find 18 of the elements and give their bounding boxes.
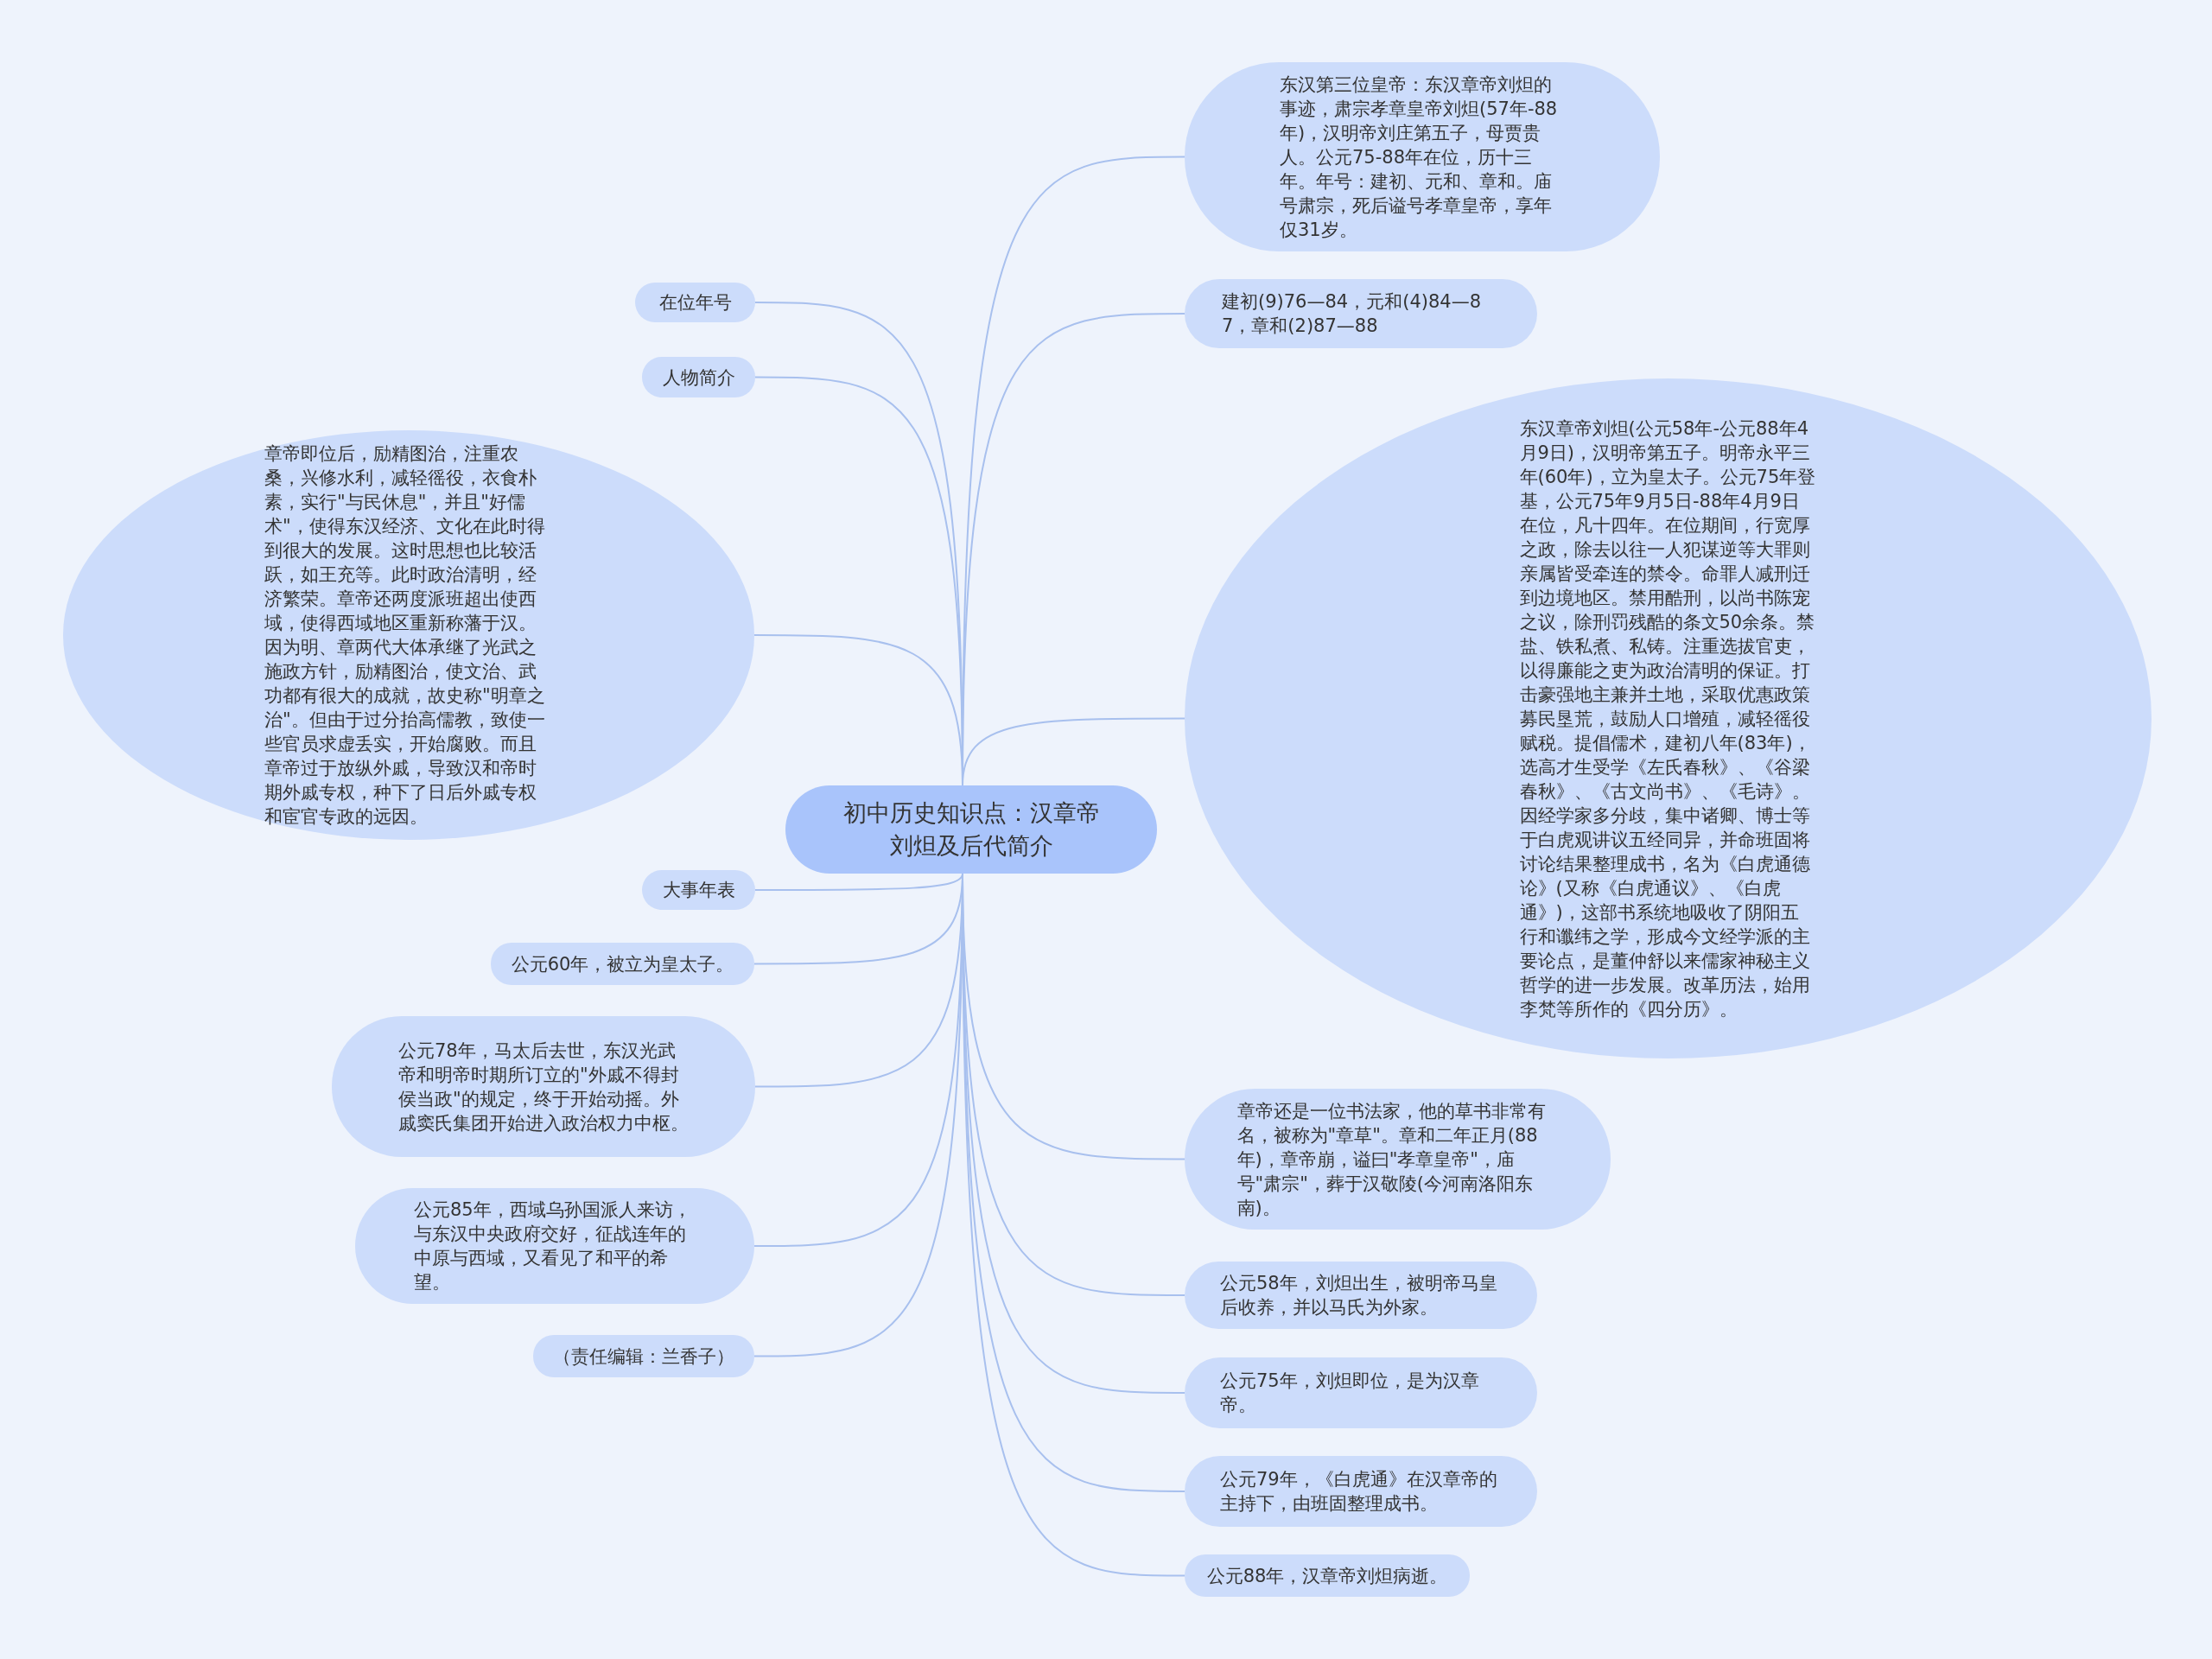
topic-bubble: 章帝还是一位书法家，他的草书非常有名，被称为"章草"。章和二年正月(88年)，章帝崩，谥曰"孝章皇帝"，庙号"肃宗"，葬于汉敬陵(今河南洛阳东南)。: [1185, 1089, 1611, 1230]
topic-bubble: 东汉第三位皇帝：东汉章帝刘炟的事迹，肃宗孝章皇帝刘炟(57年-88年)，汉明帝刘庄第五子，母贾贵人。公元75-88年在位，历十三年。年号：建初、元和、章和。庙号肃宗，死后谥号孝章皇帝，享年仅31岁。: [1185, 62, 1660, 251]
topic-bubble: 公元78年，马太后去世，东汉光武帝和明帝时期所订立的"外戚不得封侯当政"的规定，终于开始动摇。外戚窦氏集团开始进入政治权力中枢。: [332, 1016, 755, 1157]
topic-bubble: 公元85年，西域乌孙国派人来访，与东汉中央政府交好，征战连年的中原与西域，又看见了和平的希望。: [355, 1188, 754, 1304]
topic-bubble: 建初(9)76—84，元和(4)84—87，章和(2)87—88: [1185, 279, 1537, 348]
topic-bubble: 章帝即位后，励精图治，注重农桑，兴修水利，减轻徭役，衣食朴素，实行"与民休息"，并且"好儒术"，使得东汉经济、文化在此时得到很大的发展。这时思想也比较活跃，如王充等。此时政治清明，经济繁荣。章帝还两度派班超出使西域，使得西域地区重新称藩于汉。因为明、章两代大体承继了光武之施政方针，励精图治，使文治、武功都有很大的成就，故史称"明章之治"。但由于过分抬高儒教，致使一些官员求虚丢实，开始腐败。而且章帝过于放纵外戚，导致汉和帝时期外戚专权，种下了日后外戚专权和宦官专政的远因。: [63, 430, 754, 840]
topic-bubble: 公元75年，刘炟即位，是为汉章帝。: [1185, 1357, 1537, 1428]
topic-bubble: 公元88年，汉章帝刘炟病逝。: [1185, 1554, 1470, 1597]
central-topic: 初中历史知识点：汉章帝刘炟及后代简介: [785, 785, 1157, 874]
topic-bubble: 公元60年，被立为皇太子。: [491, 943, 754, 985]
topic-bubble: 公元79年，《白虎通》在汉章帝的主持下，由班固整理成书。: [1185, 1456, 1537, 1527]
topic-bubble: 公元58年，刘炟出生，被明帝马皇后收养，并以马氏为外家。: [1185, 1262, 1537, 1329]
topic-bubble: 东汉章帝刘炟(公元58年-公元88年4月9日)，汉明帝第五子。明帝永平三年(60年)，立为皇太子。公元75年登基，公元75年9月5日-88年4月9日在位，凡十四年。在位期间，行宽厚之政，除去以往一人犯谋逆等大罪则亲属皆受牵连的禁令。命罪人减刑迁到边境地区。禁用酷刑，以尚书陈宠之议，除刑罚残酷的条文50余条。禁盐、铁私煮、私铸。注重选拔官吏，以得廉能之吏为政治清明的保证。打击豪强地主兼并土地，采取优惠政策募民垦荒，鼓励人口增殖，减轻徭役赋税。提倡儒术，建初八年(83年)，选高才生受学《左氏春秋》、《谷梁春秋》、《古文尚书》、《毛诗》。因经学家多分歧，集中诸卿、博士等于白虎观讲议五经同异，并命班固将讨论结果整理成书，名为《白虎通德论》(又称《白虎通议》、《白虎通》)，这部书系统地吸收了阴阳五行和谶纬之学，形成今文经学派的主要论点，是董仲舒以来儒家神秘主义哲学的进一步发展。改革历法，始用李梵等所作的《四分历》。: [1185, 378, 2152, 1058]
connector-line: [754, 873, 963, 891]
topic-bubble: 在位年号: [635, 283, 755, 322]
topic-bubble: 人物简介: [642, 357, 755, 397]
topic-bubble: （责任编辑：兰香子）: [533, 1335, 754, 1377]
topic-bubble: 大事年表: [642, 870, 755, 910]
